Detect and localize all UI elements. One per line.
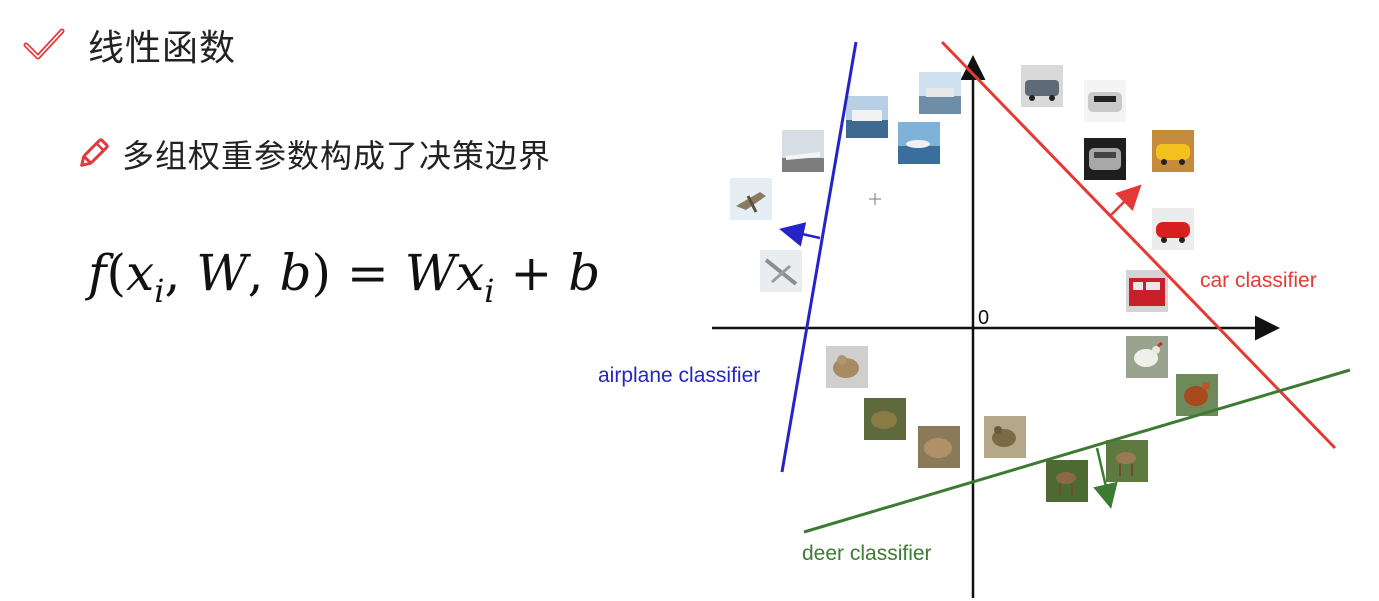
thumbnail-truck: [1126, 270, 1168, 312]
formula-b: b: [279, 244, 312, 302]
thumbnail-frog: [918, 426, 960, 468]
formula-subscript-i-rhs: i: [484, 272, 495, 310]
pencil-icon: [80, 138, 109, 167]
formula-x-rhs: x: [456, 244, 485, 302]
formula-equals: =: [331, 244, 405, 302]
thumbnail-airplane: [760, 250, 802, 292]
check-icon: [23, 28, 65, 60]
formula-comma: ,: [164, 244, 197, 302]
slide-title: 线性函数: [88, 28, 237, 69]
decision-boundary-diagram: 0: [598, 40, 1351, 598]
deer-classifier-label: deer classifier: [802, 542, 932, 565]
thumbnail-bird: [1126, 336, 1168, 378]
formula-b-rhs: b: [568, 244, 601, 302]
thumbnail-deer: [1046, 460, 1088, 502]
deer-classifier-arrow: [1093, 447, 1118, 509]
thumbnail-car: [1084, 80, 1126, 122]
formula-W: W: [196, 244, 248, 302]
thumbnail-car: [1021, 65, 1063, 107]
formula-comma-2: ,: [247, 244, 280, 302]
airplane-classifier-line: [780, 41, 858, 473]
airplane-classifier-arrow: [779, 222, 821, 247]
linear-function-formula: f(xi, W, b) = Wxi + b: [88, 244, 601, 310]
thumbnail-car: [1152, 130, 1194, 172]
thumbnail-cat: [826, 346, 868, 388]
formula-x: x: [126, 244, 155, 302]
car-classifier-arrow: [1109, 184, 1142, 217]
thumbnail-car: [1084, 138, 1126, 180]
formula-f: f: [88, 244, 107, 302]
thumbnail-bird: [1176, 374, 1218, 416]
thumbnail-ship: [898, 122, 940, 164]
formula-plus: +: [494, 244, 569, 302]
origin-label: 0: [978, 307, 989, 329]
thumbnail-car: [1152, 208, 1194, 250]
formula-open: (: [106, 244, 127, 302]
thumbnail-ship: [846, 96, 888, 138]
thumbnail-ship: [919, 72, 961, 114]
slide-subtitle: 多组权重参数构成了决策边界: [122, 137, 552, 175]
car-classifier-line: [940, 40, 1337, 450]
thumbnail-airplane: [730, 178, 772, 220]
formula-subscript-i: i: [154, 272, 165, 310]
cursor-crosshair-icon: [869, 193, 881, 205]
subtitle-row: 多组权重参数构成了决策边界: [76, 132, 551, 176]
thumbnail-frog: [864, 398, 906, 440]
formula-close: ): [311, 244, 331, 302]
formula-W-rhs: W: [404, 244, 457, 302]
airplane-classifier-label: airplane classifier: [598, 364, 760, 387]
thumbnail-airplane: [782, 130, 824, 172]
car-classifier-label: car classifier: [1200, 269, 1317, 292]
deer-classifier-line: [803, 368, 1351, 534]
thumbnail-deer: [1106, 440, 1148, 482]
thumbnail-bird: [984, 416, 1026, 458]
title-row: 线性函数: [22, 22, 237, 69]
